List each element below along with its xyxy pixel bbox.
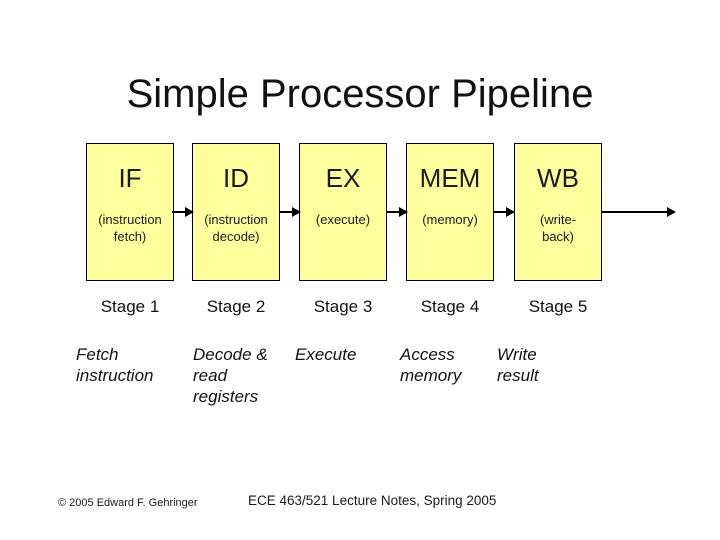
arrow-right-icon [493,205,515,219]
stage-caption: (instruction fetch) [98,212,162,244]
arrow-shaft [386,211,402,213]
copyright-text: © 2005 Edward F. Gehringer [58,497,198,509]
stage-caption: (execute) [315,212,371,227]
stage-abbr: MEM [419,163,481,193]
stage-4-label: Stage 4 [420,297,480,316]
arrow-head [292,207,301,217]
stage-abbr: WB [537,163,579,193]
course-footer-text: ECE 463/521 Lecture Notes, Spring 2005 [248,493,497,508]
stage-2-description: Decode & read registers [193,345,268,407]
stage-3-description: Execute [295,345,357,364]
arrow-right-icon [279,205,301,219]
arrow-head [667,207,676,217]
arrow-right-icon [172,205,194,219]
pipeline-box-if: IF (instruction fetch) [86,143,174,281]
arrow-head [185,207,194,217]
stage-5-label: Stage 5 [528,297,588,316]
arrow-shaft [493,211,509,213]
stage-abbr: IF [118,163,142,193]
arrow-shaft [172,211,188,213]
arrow-shaft [279,211,295,213]
arrow-right-icon [386,205,408,219]
stage-2-label: Stage 2 [206,297,266,316]
arrow-head [399,207,408,217]
pipeline-exit-arrow-icon [601,205,676,219]
slide-title: Simple Processor Pipeline [126,72,594,116]
pipeline-box-ex: EX (execute) [299,143,387,281]
pipeline-box-wb: WB (write- back) [514,143,602,281]
stage-3-label: Stage 3 [313,297,373,316]
stage-caption: (write- back) [539,212,577,244]
stage-caption: (memory) [422,212,478,227]
stage-abbr: ID [223,163,249,193]
pipeline-box-mem: MEM (memory) [406,143,494,281]
arrow-head [506,207,515,217]
stage-1-description: Fetch instruction [76,345,154,386]
stage-caption: (instruction decode) [204,212,268,244]
pipeline-box-id: ID (instruction decode) [192,143,280,281]
arrow-shaft [601,211,670,213]
stage-5-description: Write result [497,345,539,386]
stage-4-description: Access memory [400,345,462,386]
stage-abbr: EX [325,163,361,193]
stage-1-label: Stage 1 [100,297,160,316]
